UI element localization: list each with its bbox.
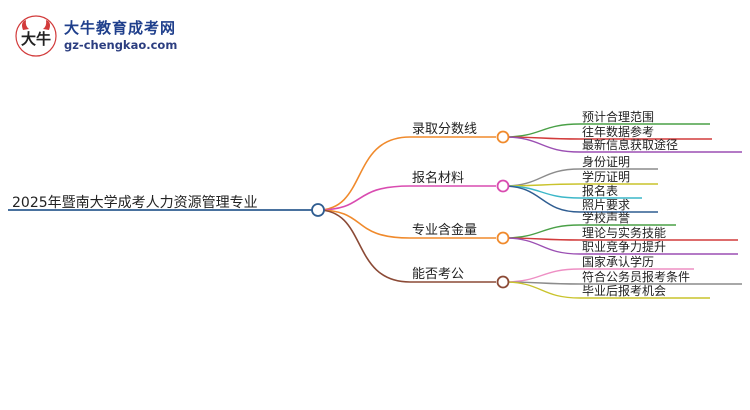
child-label: 学历证明 xyxy=(582,169,630,184)
branch-node xyxy=(496,275,510,289)
child-label: 符合公务员报考条件 xyxy=(582,269,690,284)
child-label: 毕业后报考机会 xyxy=(582,283,666,298)
child-connector xyxy=(502,268,581,283)
bull-logo-icon: 大牛 xyxy=(15,15,57,57)
child-connector xyxy=(502,123,581,138)
child-connector xyxy=(502,185,581,213)
site-name: 大牛教育成考网 xyxy=(64,19,177,37)
logo-mark-text: 大牛 xyxy=(21,30,51,48)
child-label: 照片要求 xyxy=(582,198,630,212)
child-connector xyxy=(502,237,581,255)
child-label: 预计合理范围 xyxy=(582,109,654,124)
branch-connector xyxy=(317,209,411,239)
child-connector xyxy=(502,185,581,199)
site-url: gz-chengkao.com xyxy=(64,38,178,52)
child-label: 理论与实务技能 xyxy=(582,225,666,240)
child-connector xyxy=(502,281,581,299)
branch-label: 能否考公 xyxy=(412,267,464,282)
child-label: 学校声誉 xyxy=(582,210,630,225)
branch-connector xyxy=(317,136,411,211)
root-node xyxy=(311,203,325,217)
root-label: 2025年暨南大学成考人力资源管理专业 xyxy=(12,195,258,211)
branch-node xyxy=(496,130,510,144)
branch-label: 录取分数线 xyxy=(412,122,477,137)
child-label: 往年数据参考 xyxy=(582,124,654,139)
child-label: 最新信息获取途径 xyxy=(582,137,678,152)
branch-connector xyxy=(317,209,411,283)
branch-node xyxy=(496,231,510,245)
child-connector xyxy=(502,136,581,153)
child-label: 职业竞争力提升 xyxy=(582,239,666,254)
site-logo: 大牛 大牛教育成考网 gz-chengkao.com xyxy=(14,14,194,58)
branch-label: 专业含金量 xyxy=(412,222,477,238)
child-label: 身份证明 xyxy=(582,154,630,169)
branch-label: 报名材料 xyxy=(412,170,464,186)
child-label: 国家承认学历 xyxy=(582,254,654,269)
child-connector xyxy=(502,224,581,239)
branch-node xyxy=(496,179,510,193)
branch-connector xyxy=(317,185,411,211)
child-label: 报名表 xyxy=(582,183,618,198)
